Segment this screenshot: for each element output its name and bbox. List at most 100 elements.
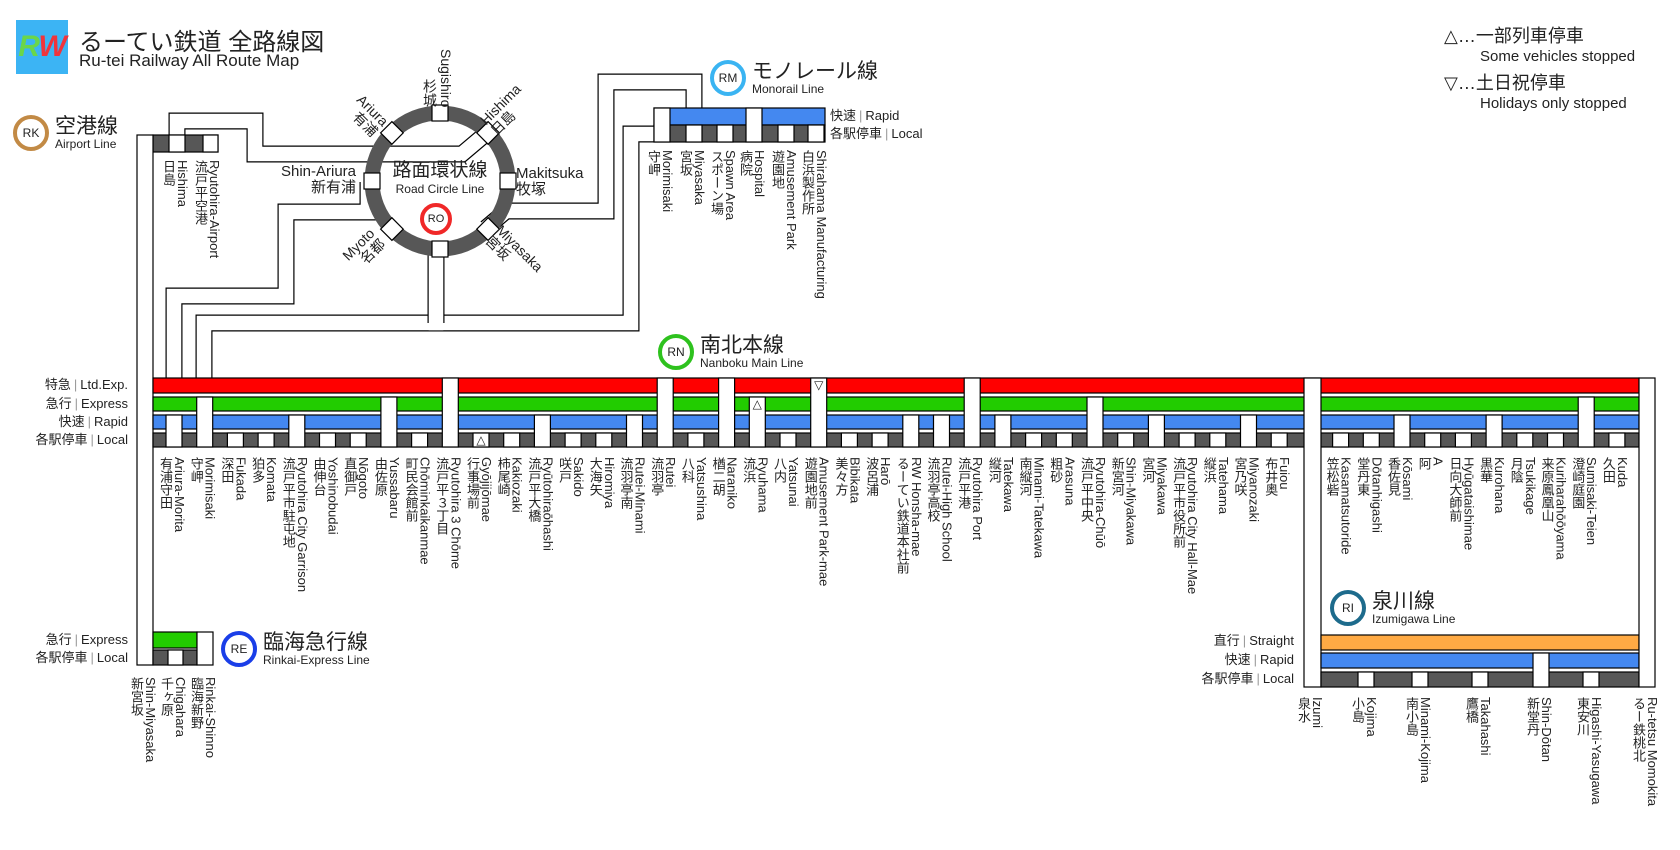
monorail-rapid-track bbox=[653, 107, 826, 126]
rapid-track-izumigawa bbox=[1320, 652, 1640, 669]
monorail-station-marker bbox=[745, 107, 763, 143]
rinkai-service-label: 各駅停車|Local bbox=[35, 650, 128, 665]
nanboku-station-marker bbox=[1546, 432, 1565, 448]
nanboku-station-marker bbox=[1424, 432, 1442, 448]
nanboku-service-label: 各駅停車|Local bbox=[35, 432, 128, 447]
circle-station-marker bbox=[499, 172, 517, 190]
nanboku-station-marker bbox=[441, 377, 459, 448]
straight-track-izumigawa bbox=[1320, 634, 1640, 651]
izumigawa-line-badge: RI bbox=[1330, 590, 1366, 626]
nanboku-station-marker bbox=[717, 377, 736, 448]
nanboku-station-marker bbox=[1178, 432, 1196, 448]
circle-station-marker bbox=[363, 172, 381, 190]
nanboku-station-marker bbox=[257, 432, 275, 448]
monorail-station-marker bbox=[777, 124, 795, 143]
station-marker-hishima bbox=[168, 134, 186, 153]
nanboku-station-marker bbox=[1608, 432, 1626, 448]
nanboku-station-marker bbox=[411, 432, 429, 448]
nanboku-station-marker bbox=[595, 432, 613, 448]
nanboku-station-marker bbox=[533, 414, 552, 448]
nanboku-station-marker bbox=[656, 377, 674, 448]
rinkai-line-badge: RE bbox=[221, 631, 257, 667]
connector-shinariura-arioura-morita bbox=[166, 174, 376, 386]
stop-note-mark: ▽ bbox=[814, 378, 824, 392]
nanboku-station-marker bbox=[472, 432, 490, 448]
nanboku-station-marker bbox=[625, 414, 644, 448]
nanboku-station-marker bbox=[226, 432, 244, 448]
circle-line-title: 路面環状線 Road Circle Line bbox=[392, 160, 488, 196]
nanboku-station-marker bbox=[1454, 432, 1473, 448]
circle-line-badge: RO bbox=[420, 203, 452, 235]
station-marker-chigahara bbox=[167, 649, 184, 666]
nanboku-station-marker bbox=[503, 432, 521, 448]
nanboku-station-marker bbox=[196, 396, 214, 448]
izumigawa-station-marker bbox=[1357, 671, 1375, 688]
stop-note-mark: △ bbox=[752, 397, 762, 411]
circle-station-marker bbox=[379, 120, 405, 146]
terminal-column-west bbox=[136, 134, 154, 666]
railway-logo: RW bbox=[16, 20, 68, 74]
nanboku-station-marker bbox=[1516, 432, 1534, 448]
izumigawa-service-label: 快速|Rapid bbox=[1224, 652, 1294, 667]
nanboku-line-badge: RN bbox=[658, 334, 694, 370]
nanboku-service-label: 急行|Express bbox=[45, 396, 128, 411]
nanboku-station-marker bbox=[1270, 432, 1288, 448]
nanboku-station-marker bbox=[1117, 432, 1135, 448]
nanboku-station-marker bbox=[1147, 414, 1166, 448]
station-column-izumi bbox=[1303, 377, 1322, 688]
nanboku-station-marker bbox=[1577, 396, 1595, 448]
nanboku-station-marker bbox=[1055, 432, 1073, 448]
rinkai-service-label: 急行|Express bbox=[45, 632, 128, 647]
izumigawa-station-marker bbox=[1532, 652, 1550, 688]
stop-note-mark: △ bbox=[476, 433, 486, 447]
nanboku-station-marker bbox=[687, 432, 705, 448]
map-subtitle: Ru-tei Railway All Route Map bbox=[79, 51, 300, 70]
nanboku-station-marker bbox=[380, 396, 398, 448]
monorail-station-marker bbox=[653, 107, 671, 143]
legend-partial-stop: △…一部列車停車 Some vehicles stopped bbox=[1444, 26, 1636, 65]
nanboku-station-marker bbox=[1393, 414, 1411, 448]
monorail-station-marker bbox=[685, 124, 703, 143]
connector-hishima bbox=[169, 113, 499, 162]
